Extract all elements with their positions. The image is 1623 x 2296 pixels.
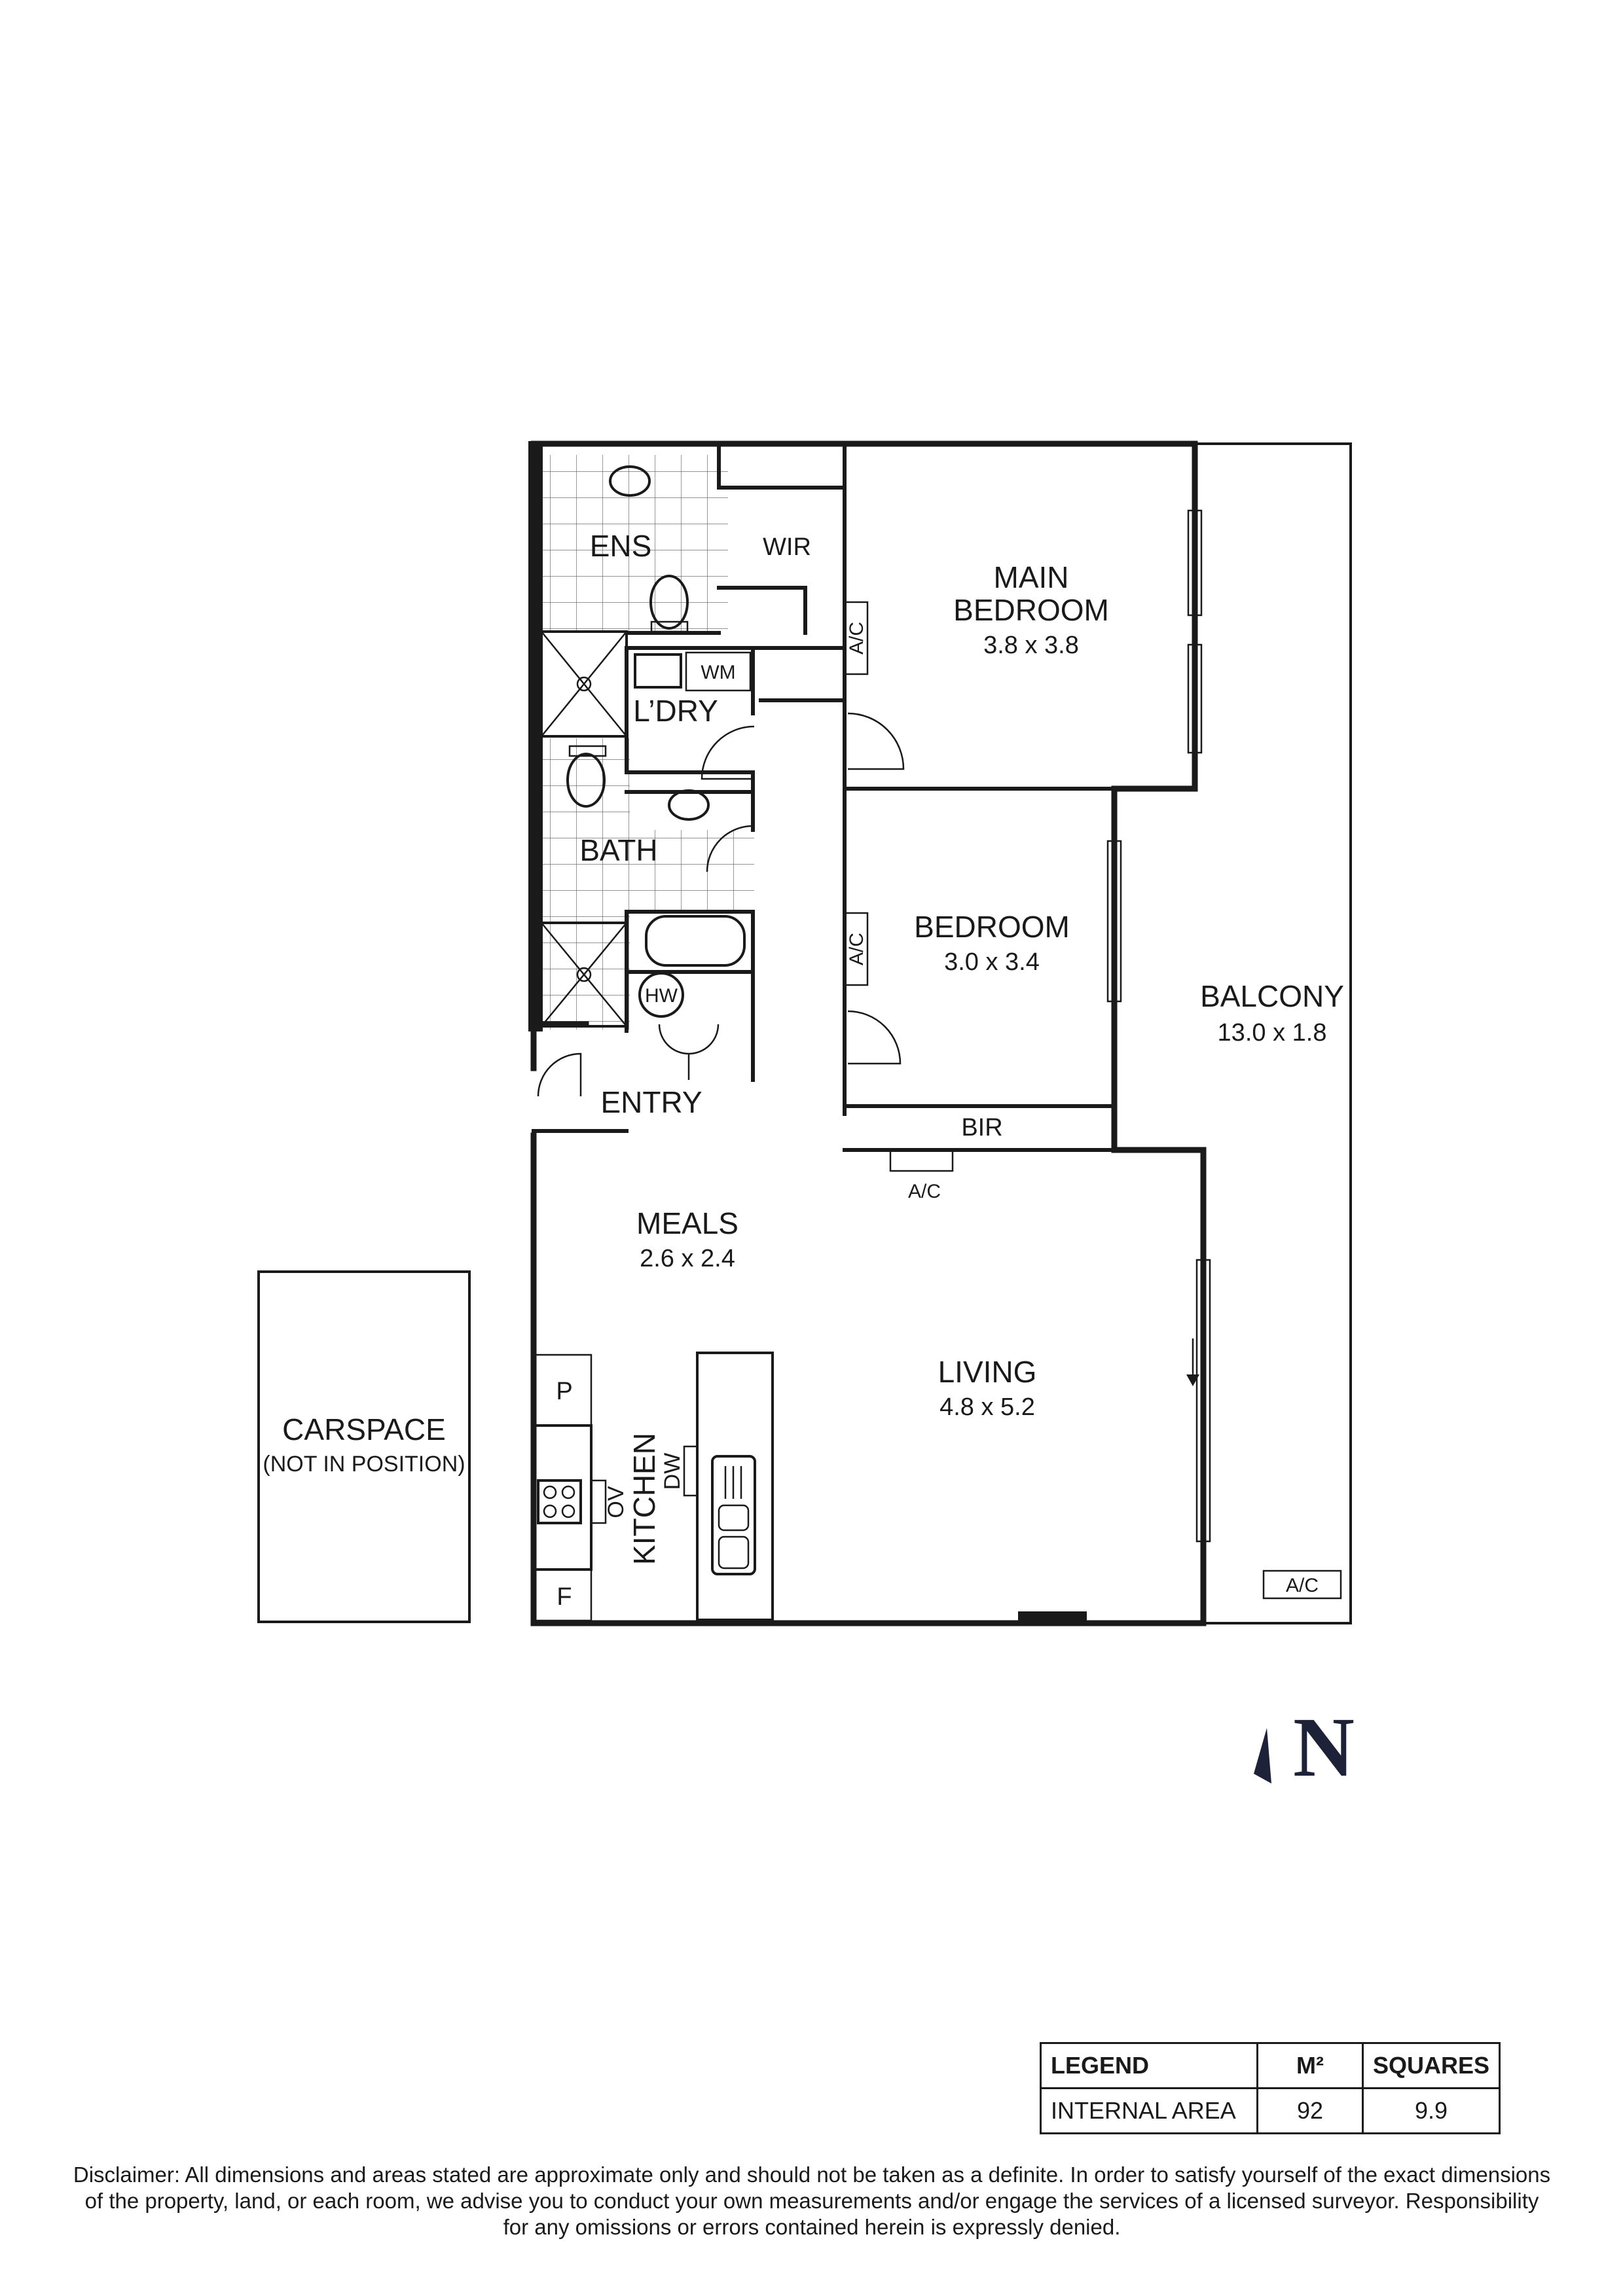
label-balcony: BALCONY — [1200, 979, 1344, 1013]
hot-water-icon — [638, 972, 684, 1018]
label-ens: ENS — [590, 529, 652, 563]
trough-icon — [634, 653, 682, 689]
label-wm: WM — [701, 662, 735, 683]
room-labels: ENS WIR MAIN BEDROOM 3.8 x 3.8 L’DRY WM … — [263, 529, 1344, 1611]
label-living-size: 4.8 x 5.2 — [939, 1393, 1035, 1421]
fridge-box — [532, 1568, 593, 1622]
label-pantry: P — [556, 1378, 572, 1405]
label-bedroom: BEDROOM — [914, 910, 1070, 944]
label-oven: OV — [604, 1486, 629, 1518]
label-kitchen: KITCHEN — [627, 1433, 661, 1565]
label-meals-size: 2.6 x 2.4 — [640, 1245, 735, 1272]
ensuite-tiles — [541, 455, 728, 633]
label-hw: HW — [645, 985, 678, 1007]
legend-header-label: LEGEND — [1040, 2042, 1258, 2089]
ac-unit-main-bedroom — [843, 601, 869, 675]
label-ac-bedroom: A/C — [846, 933, 867, 965]
legend-row-m2: 92 — [1256, 2087, 1364, 2134]
label-bath: BATH — [579, 833, 657, 867]
carspace-outline — [257, 1270, 471, 1623]
legend-header-squares: SQUARES — [1361, 2042, 1501, 2089]
label-main-bedroom-1: MAIN — [994, 560, 1069, 594]
label-bedroom-size: 3.0 x 3.4 — [944, 948, 1040, 976]
bath-shower-icon — [540, 922, 628, 1028]
oven-icon — [590, 1479, 607, 1524]
label-ac-main-bedroom: A/C — [846, 622, 867, 655]
legend-row-label: INTERNAL AREA — [1040, 2087, 1258, 2134]
label-carspace: CARSPACE — [282, 1412, 446, 1446]
label-entry: ENTRY — [600, 1085, 702, 1119]
compass-north-letter: N — [1293, 1700, 1355, 1795]
door-swings — [537, 712, 905, 1097]
label-laundry: L’DRY — [633, 694, 718, 728]
label-carspace-note: (NOT IN POSITION) — [263, 1452, 465, 1477]
label-ac-living: A/C — [908, 1181, 941, 1202]
balcony-outline — [1195, 442, 1352, 1624]
cooktop-icon — [537, 1479, 582, 1524]
legend-table: LEGEND M² SQUARES INTERNAL AREA 92 9.9 — [1040, 2042, 1501, 2134]
label-dishwasher: DW — [660, 1453, 685, 1490]
label-meals: MEALS — [636, 1206, 739, 1240]
label-balcony-size: 13.0 x 1.8 — [1218, 1019, 1327, 1047]
washing-machine-icon — [685, 651, 752, 692]
bench-left — [532, 1424, 593, 1571]
label-main-bedroom-size: 3.8 x 3.8 — [983, 632, 1079, 659]
label-ac-balcony: A/C — [1286, 1575, 1319, 1596]
kitchen-island — [696, 1352, 774, 1621]
label-living: LIVING — [938, 1355, 1037, 1389]
bath-toilet-icon — [566, 753, 606, 808]
interior-walls — [532, 442, 1116, 1152]
dishwasher-icon — [683, 1445, 699, 1497]
label-main-bedroom-2: BEDROOM — [953, 593, 1109, 627]
legend-row: INTERNAL AREA 92 9.9 — [1040, 2087, 1501, 2134]
bath-basin-icon — [668, 789, 710, 821]
ac-unit-bedroom — [843, 912, 869, 986]
ac-unit-living — [889, 1149, 954, 1172]
bathtub-icon — [645, 915, 746, 967]
label-bir: BIR — [961, 1114, 1002, 1141]
sink-icon — [711, 1455, 756, 1575]
legend-header-m2: M² — [1256, 2042, 1364, 2089]
legend-header-row: LEGEND M² SQUARES — [1040, 2042, 1501, 2089]
bath-tiles-right — [630, 830, 754, 912]
label-wir: WIR — [763, 533, 811, 561]
disclaimer-text: Disclaimer: All dimensions and areas sta… — [73, 2162, 1551, 2239]
bath-tiles — [541, 738, 630, 1030]
legend-row-squares: 9.9 — [1361, 2087, 1501, 2134]
ac-unit-balcony — [1262, 1570, 1342, 1600]
north-arrow-icon — [1254, 1728, 1271, 1784]
ensuite-toilet-icon — [649, 575, 689, 630]
label-fridge: F — [556, 1583, 572, 1611]
front-door-step — [1018, 1611, 1087, 1623]
ensuite-basin-icon — [609, 465, 651, 497]
windows — [1106, 509, 1211, 1543]
fixtures — [532, 465, 1342, 1623]
ensuite-shower-icon — [540, 630, 628, 738]
